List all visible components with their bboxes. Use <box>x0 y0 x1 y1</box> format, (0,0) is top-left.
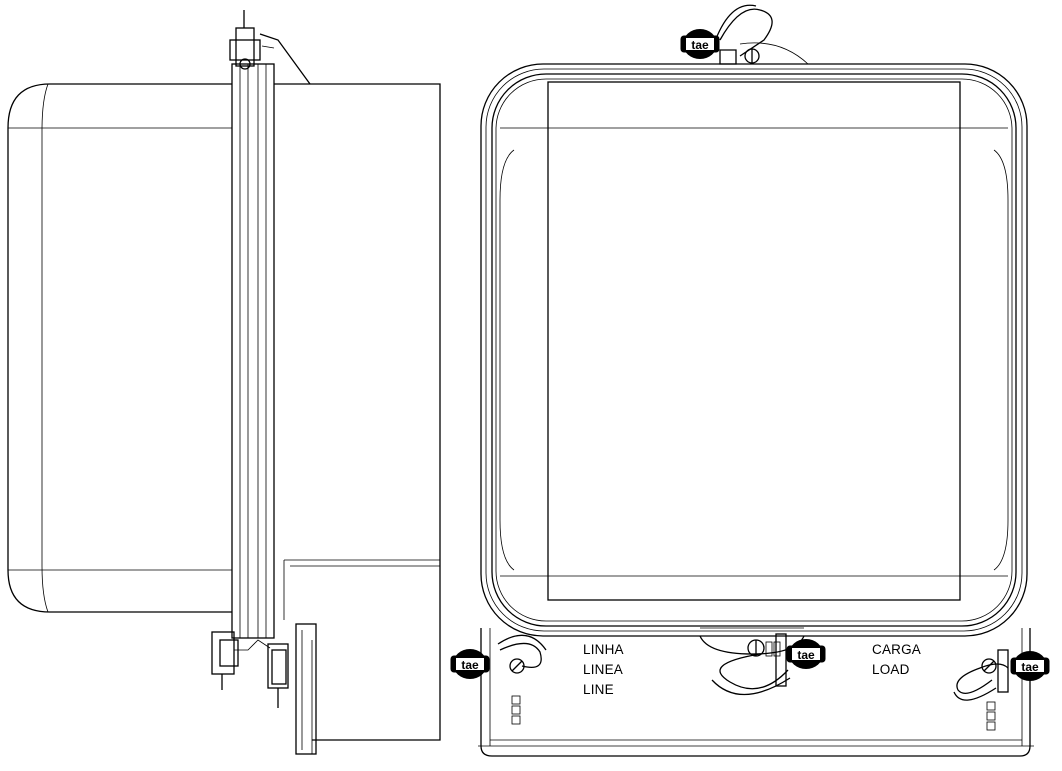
side-flange-plate <box>231 63 275 639</box>
side-top-seal <box>229 10 311 85</box>
side-base-outline <box>274 83 441 741</box>
side-cover-inner-curve <box>41 83 49 613</box>
label-load-en: LOAD <box>872 662 910 677</box>
front-outer-frame <box>480 63 1028 637</box>
front-view: LINHA LINEA LINE CARGA LOAD <box>450 4 1050 757</box>
front-cover-window <box>547 81 961 601</box>
side-bottom-seals <box>211 631 289 708</box>
front-base-plate <box>480 628 1031 757</box>
label-line-pt: LINHA <box>583 642 624 657</box>
seal-bottom-right <box>953 649 1050 701</box>
seal-bottom-center <box>711 633 826 696</box>
terminal-marks <box>511 641 996 731</box>
side-terminal-block <box>295 623 317 755</box>
side-cover-outline <box>7 83 232 613</box>
seal-top <box>680 4 809 65</box>
label-load-pt: CARGA <box>872 642 921 657</box>
seal-bottom-left <box>450 634 547 680</box>
label-line-en: LINE <box>583 682 614 697</box>
label-line-es: LINEA <box>583 662 623 677</box>
side-view <box>7 10 441 755</box>
